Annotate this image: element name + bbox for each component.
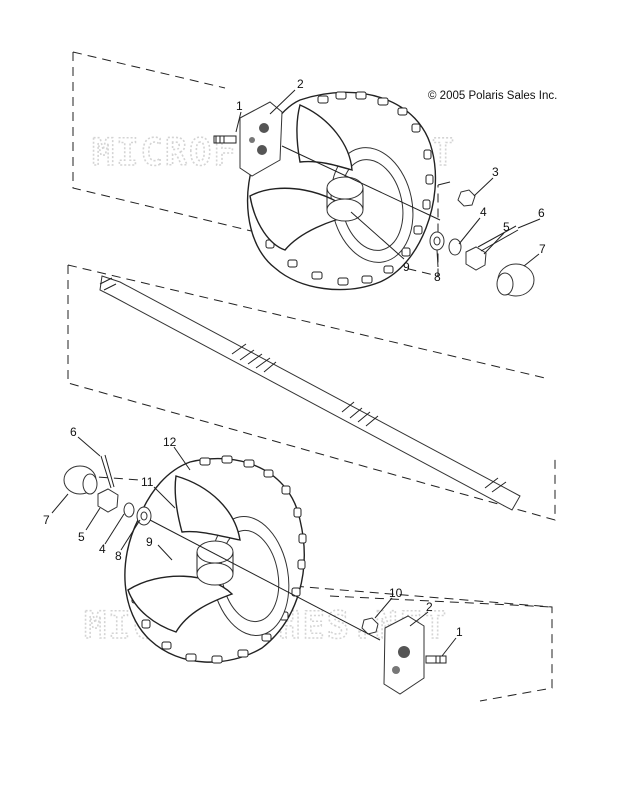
callout-top-4: 4 <box>480 205 487 219</box>
callout-bottom-2: 2 <box>426 600 433 614</box>
callout-top-8: 8 <box>434 270 441 284</box>
callout-top-2: 2 <box>297 77 304 91</box>
callout-bottom-4: 4 <box>99 542 106 556</box>
callout-bottom-8: 8 <box>115 549 122 563</box>
callout-top-6: 6 <box>538 206 545 220</box>
top-wheel <box>246 91 437 291</box>
callout-bottom-11: 11 <box>141 475 154 489</box>
callout-bottom-6: 6 <box>70 425 77 439</box>
callout-bottom-9: 9 <box>146 535 153 549</box>
callout-bottom-10: 10 <box>389 586 403 600</box>
callout-top-1: 1 <box>236 99 243 113</box>
top-hub-carrier <box>239 101 283 177</box>
callout-top-5: 5 <box>503 220 510 234</box>
callout-bottom-12: 12 <box>163 435 177 449</box>
top-small-parts <box>429 189 535 297</box>
bottom-small-parts <box>63 454 381 641</box>
bottom-assembly-boundary <box>68 474 553 702</box>
bottom-leaders <box>51 436 457 657</box>
callout-top-9: 9 <box>403 260 410 274</box>
top-bolt <box>213 135 237 144</box>
bottom-bolt <box>425 655 447 664</box>
callout-bottom-5: 5 <box>78 530 85 544</box>
callout-top-7: 7 <box>539 242 546 256</box>
callout-bottom-7: 7 <box>43 513 50 527</box>
axle-shaft <box>99 275 521 511</box>
top-axle-centerline <box>281 145 441 221</box>
bottom-wheel <box>124 455 307 664</box>
top-leaders <box>235 89 541 268</box>
axle-boundary <box>67 264 556 521</box>
callout-bottom-1: 1 <box>456 625 463 639</box>
copyright-notice: © 2005 Polaris Sales Inc. <box>428 90 557 102</box>
bottom-hub-carrier <box>383 615 425 695</box>
callout-top-3: 3 <box>492 165 499 179</box>
